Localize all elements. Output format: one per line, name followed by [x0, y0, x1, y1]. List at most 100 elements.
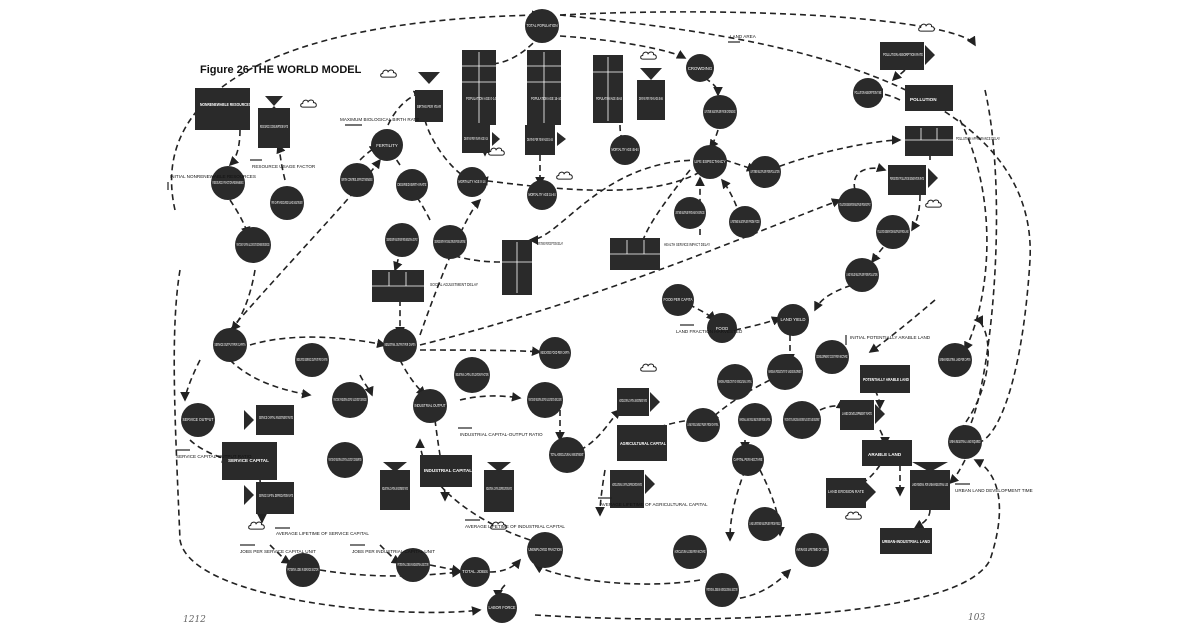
delay-label: POLLUTION APPEARANCE DELAY: [956, 136, 1000, 141]
const-label: INITIAL NONRENEWABLE RESOURCES: [170, 174, 256, 179]
aux-label: PER CAPITA RESOURCE USAGE MULTIPLIER: [272, 200, 303, 205]
const-label: RESOURCE USAGE FACTOR: [252, 164, 316, 169]
rate-label: LAND EROSION RATE: [828, 489, 864, 494]
aux-marginal-prod-land: MARGINAL PRODUCTIVITY OF LAND DEVELOPMEN…: [767, 354, 803, 390]
rate-label: INDUSTRIAL CAPITAL DEPRECIATION RATE: [486, 486, 512, 491]
aux-label: AGRICULTURAL JOBS PER HECTARE: [675, 549, 706, 554]
aux-urban-land-required: URBAN INDUSTRIAL LAND REQUIRED: [948, 425, 982, 459]
aux-pollution-absorption-time: POLLUTION ABSORPTION TIME: [853, 78, 883, 108]
level-label: AGRICULTURAL CAPITAL: [620, 441, 666, 446]
aux-unemployment-fraction: UNEMPLOYED FRACTION: [527, 532, 563, 568]
aux-total-population: TOTAL POPULATION: [525, 9, 559, 43]
aux-label: INDICATED FOOD PER CAPITA: [541, 350, 570, 355]
aux-pollution-gen-mult-output: POLLUTION GENERATION MULTIPLIER FROM OUT…: [838, 188, 872, 222]
aux-label: DESIRED BIRTH RATE MULTIPLIER FROM LIFET…: [435, 239, 466, 244]
rate-land-erosion: LAND EROSION RATE: [826, 478, 876, 520]
aux-label: LABOR FORCE: [489, 605, 516, 610]
const-label: LAND AREA: [730, 34, 757, 39]
aux-potential-jobs-agri: POTENTIAL JOBS IN AGRICULTURAL SECTOR: [705, 573, 739, 607]
aux-label: LIFETIME MULTIPLIER FROM POLLUTION: [751, 169, 780, 174]
aux-label: CROWDING: [688, 66, 713, 71]
const-avg-life-agri: AVERAGE LIFETIME OF AGRICULTURAL CAPITAL: [598, 497, 708, 507]
aux-label: FRACTION OF INDUSTRIAL OUTPUT ALLOCATED …: [334, 397, 367, 402]
aux-food-pc: FOOD PER CAPITA: [662, 284, 694, 316]
aux-industrial-output-pc: INDUSTRIAL OUTPUT PER CAPITA: [383, 328, 417, 362]
aux-fraction-io-consumption: FRACTION OF INDUSTRIAL OUTPUT ALLOCATED …: [327, 442, 363, 478]
aux-lifetime-mult-pollution: LIFETIME MULTIPLIER FROM POLLUTION: [749, 156, 781, 188]
aux-dev-cost: DEVELOPMENT COST PER HECTARE: [815, 340, 849, 374]
level-label: POLLUTION: [910, 97, 937, 102]
delay-label: SOCIAL ADJUSTMENT DELAY: [430, 282, 478, 287]
const-label: AVERAGE LIFETIME OF AGRICULTURAL CAPITAL: [600, 502, 708, 507]
aux-mortality-45-64: MORTALITY AGE 45-64: [610, 135, 640, 165]
aux-label: CAPITAL PER HECTARE: [734, 457, 763, 462]
aux-capital-per-hectare: CAPITAL PER HECTARE: [732, 444, 764, 476]
aux-labor-force: LABOR FORCE: [487, 593, 517, 623]
level-service-capital: SERVICE CAPITAL: [222, 442, 277, 480]
level-nonrenewable-resources: NONRENEWABLE RESOURCES: [195, 88, 251, 130]
aux-label: INDUSTRIAL CAPITAL UTILIZATION FRACTION: [456, 372, 489, 377]
const-label: JOBS PER SERVICE CAPITAL UNIT: [240, 549, 316, 554]
aux-total-agri-investment: TOTAL AGRICULTURAL INVESTMENT: [549, 437, 585, 473]
aux-label: POTENTIAL JOBS IN AGRICULTURAL SECTOR: [707, 587, 738, 592]
const-service-output-ratio: SERVICE CAPITAL-OUTPUT RATIO: [176, 449, 252, 459]
aux-service-output: SERVICE OUTPUT: [181, 403, 215, 437]
aux-birth-control: BIRTH CONTROL EFFECTIVENESS: [340, 163, 374, 197]
aux-industrial-output: INDUSTRIAL OUTPUT: [413, 389, 447, 423]
aux-label: LAND YIELD MULTIPLIER FROM CAPITAL: [688, 422, 719, 427]
const-label: SERVICE CAPITAL-OUTPUT RATIO: [176, 454, 252, 459]
rate-pollution-absorption: POLLUTION ABSORPTION RATE: [880, 23, 935, 70]
level-pollution: POLLUTION: [905, 85, 953, 111]
aux-lifetime-mult-health: LIFETIME MULTIPLIER FROM HEALTH SERVICES: [674, 197, 706, 229]
level-label: POPULATION AGE 45-64: [596, 96, 622, 101]
level-label: POTENTIALLY ARABLE LAND: [863, 377, 909, 382]
level-potentially-arable-land: POTENTIALLY ARABLE LAND: [860, 365, 910, 393]
aux-capital-utilization: INDUSTRIAL CAPITAL UTILIZATION FRACTION: [454, 357, 490, 393]
rate-deaths-15-44: DEATHS PER YEAR AGE 15-44: [525, 125, 573, 180]
delay-pollution-appearance: POLLUTION APPEARANCE DELAY: [905, 126, 1000, 156]
aux-label: FRACTION OF INDUSTRIAL OUTPUT ALLOCATED …: [329, 457, 362, 462]
level-population-15-44: POPULATION AGE 15-44: [527, 50, 561, 125]
aux-label: FRACTION OF CAPITAL ALLOCATED TO OBTAINI…: [237, 242, 270, 247]
aux-food: FOOD: [707, 313, 737, 343]
aux-fraction-capital-resources: FRACTION OF CAPITAL ALLOCATED TO OBTAINI…: [235, 227, 271, 263]
aux-lifetime-mult-crowding: LIFETIME MULTIPLIER FROM CROWDING: [703, 95, 737, 129]
const-land-area: LAND AREA: [728, 34, 757, 43]
aux-marginal-land-yield: MARGINAL LAND YIELD MULTIPLIER FROM CAPI…: [738, 403, 772, 437]
rate-label: DEATHS PER YEAR AGE 0-14: [464, 136, 488, 141]
aux-label: TOTAL JOBS: [462, 569, 488, 574]
aux-label: POLLUTION ABSORPTION TIME: [855, 90, 882, 95]
aux-land-yield-mult-capital: LAND YIELD MULTIPLIER FROM CAPITAL: [686, 408, 720, 442]
aux-average-soil-life: AVERAGE LIFETIME OF SOIL: [795, 533, 829, 567]
aux-label: MARGINAL PRODUCTIVITY OF LAND DEVELOPMEN…: [769, 369, 802, 374]
rate-label: POLLUTION ABSORPTION RATE: [883, 52, 923, 57]
figure-title: Figure 26 THE WORLD MODEL: [200, 64, 362, 76]
level-population-45-64: POPULATION AGE 45-64: [593, 55, 623, 123]
aux-label: SERVICE OUTPUT: [183, 417, 214, 422]
level-label: POPULATION AGE 0-14: [466, 96, 496, 101]
const-avg-life-service: AVERAGE LIFETIME OF SERVICE CAPITAL: [275, 527, 369, 536]
rate-label: RESOURCE CONSUMPTION RATE: [260, 124, 288, 129]
level-label: NONRENEWABLE RESOURCES: [200, 102, 251, 107]
delay-lifetime-perception: LIFETIME PERCEPTION DELAY: [502, 240, 563, 295]
aux-fertility: FERTILITY: [371, 129, 403, 161]
aux-label: MARGINAL LAND YIELD MULTIPLIER FROM CAPI…: [740, 417, 771, 422]
aux-mortality-15-44: MORTALITY AGE 15-44: [527, 180, 557, 210]
aux-label: FRACTION OF INDUSTRIAL OUTPUT ALLOCATED …: [529, 397, 562, 402]
rate-resource-usage: RESOURCE CONSUMPTION RATE: [258, 96, 317, 148]
aux-label: DESIRED BIRTH MULTIPLIER FROM INDUSTRIAL…: [387, 237, 418, 242]
rate-agri-investment: AGRICULTURAL CAPITAL INVESTMENT RATE: [617, 363, 660, 416]
aux-label: INDUSTRIAL OUTPUT: [415, 403, 446, 408]
aux-label: BIRTH CONTROL EFFECTIVENESS: [342, 177, 373, 182]
aux-service-output-pc: SERVICE OUTPUT PER CAPITA: [213, 328, 247, 362]
aux-label: RESOURCE FRACTION REMAINING: [213, 180, 244, 185]
const-label: AVERAGE LIFETIME OF SERVICE CAPITAL: [276, 531, 369, 536]
aux-label: LIFE EXPECTANCY: [695, 159, 726, 164]
const-label: LAND FRACTION HARVESTED: [676, 329, 743, 334]
level-industrial-capital: INDUSTRIAL CAPITAL: [420, 455, 472, 487]
aux-label: URBAN INDUSTRIAL LAND REQUIRED: [950, 439, 981, 444]
level-label: URBAN-INDUSTRIAL LAND: [882, 539, 931, 544]
level-population-0-14: POPULATION AGE 0-14: [462, 50, 496, 125]
rate-label: SERVICE CAPITAL DEPRECIATION RATE: [259, 493, 293, 498]
aux-label: DESIRED BIRTH RATE: [398, 182, 427, 187]
